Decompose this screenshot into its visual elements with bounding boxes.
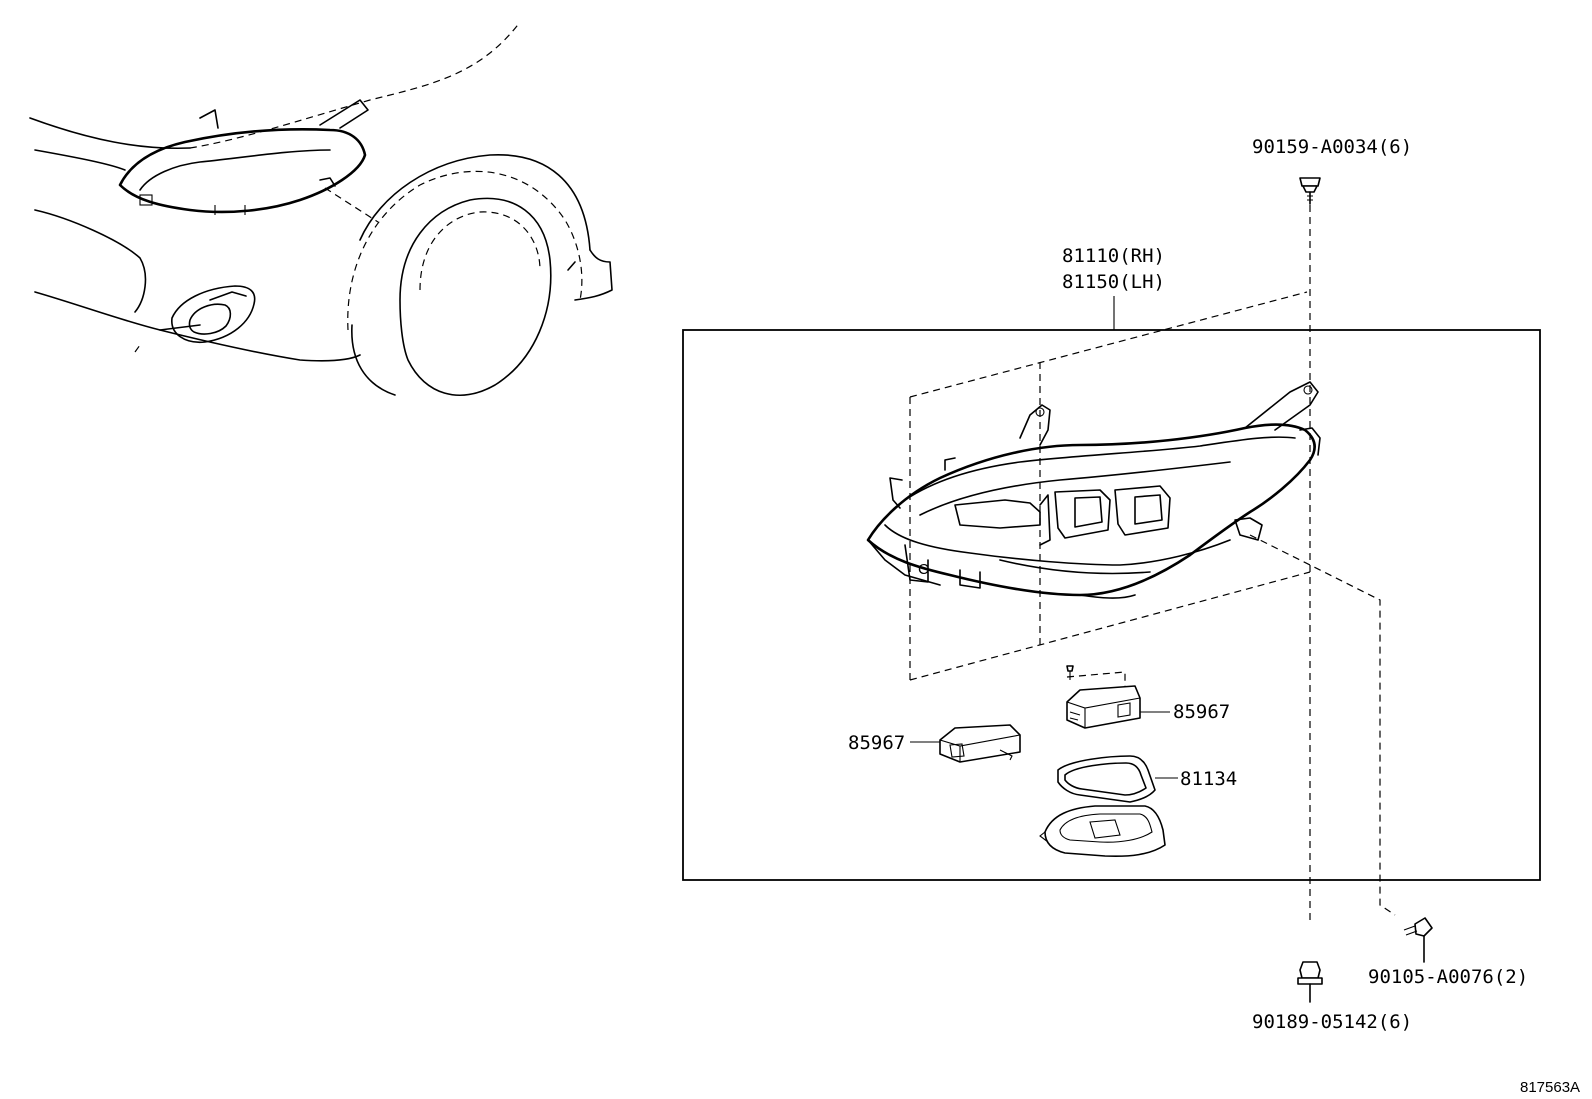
ecu-lower — [939, 724, 1021, 763]
gasket — [1057, 755, 1156, 803]
ecu-upper — [1066, 685, 1141, 729]
clip-bottom — [1297, 961, 1323, 1003]
callout-ecu-lower: 85967 — [848, 732, 905, 754]
callout-clip-bottom: 90189-05142(6) — [1252, 1011, 1412, 1033]
assembly-frame — [682, 329, 1541, 881]
diagram-reference-code: 817563A — [1520, 1079, 1580, 1096]
callout-headlamp-rh: 81110(RH) — [1062, 245, 1165, 267]
callout-ecu-upper: 85967 — [1173, 701, 1230, 723]
housing-letter-c: C — [918, 561, 929, 578]
ecu-screw — [1066, 665, 1074, 680]
headlamp-assembly: C — [866, 381, 1321, 599]
callout-gasket: 81134 — [1180, 768, 1237, 790]
vehicle-front-view — [29, 21, 613, 396]
callout-bolt-right: 90105-A0076(2) — [1368, 966, 1528, 988]
bolt-right — [1403, 917, 1433, 963]
callout-bolt-top: 90159-A0034(6) — [1252, 136, 1412, 158]
callout-headlamp-lh: 81150(LH) — [1062, 271, 1165, 293]
bolt-top — [1299, 177, 1321, 205]
alignment-dashes — [909, 205, 1396, 920]
lamp-cover — [1039, 805, 1166, 858]
